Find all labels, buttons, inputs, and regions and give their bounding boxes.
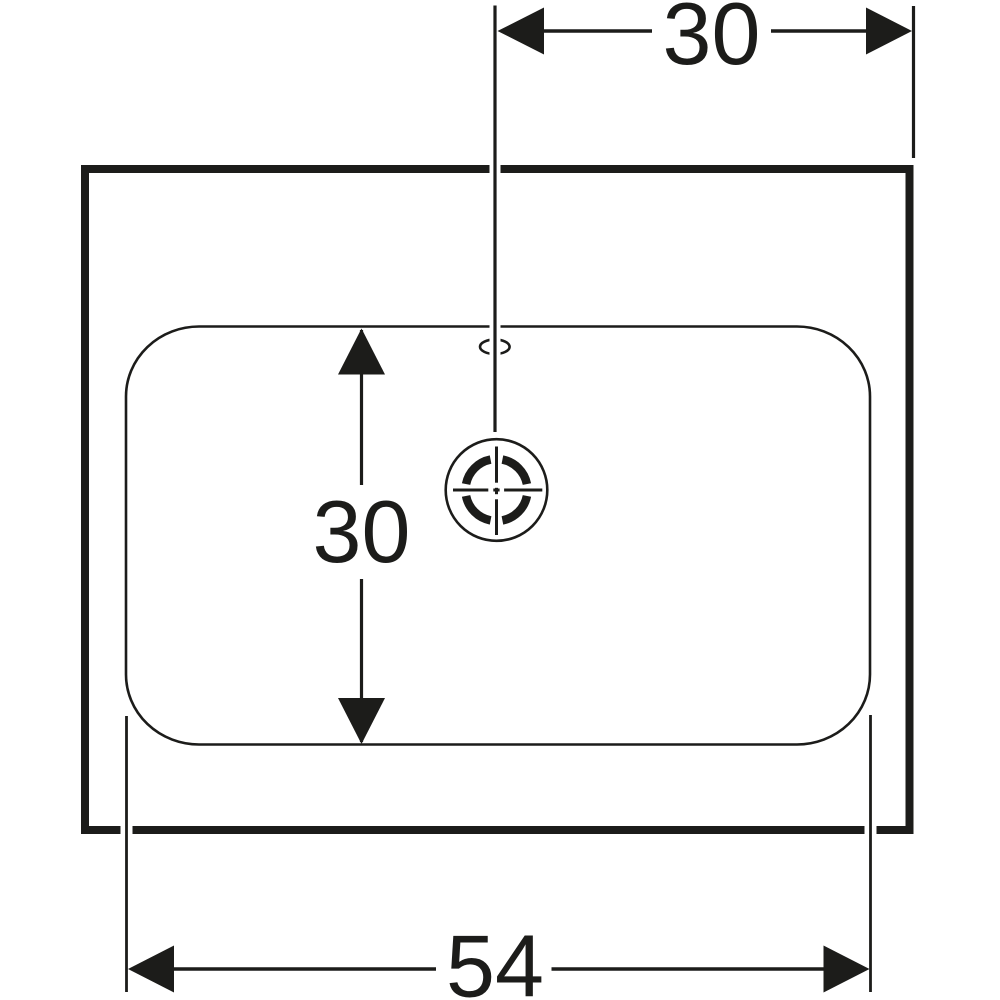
svg-text:54: 54 <box>446 917 544 1000</box>
svg-text:30: 30 <box>313 482 411 581</box>
svg-text:30: 30 <box>663 0 761 83</box>
